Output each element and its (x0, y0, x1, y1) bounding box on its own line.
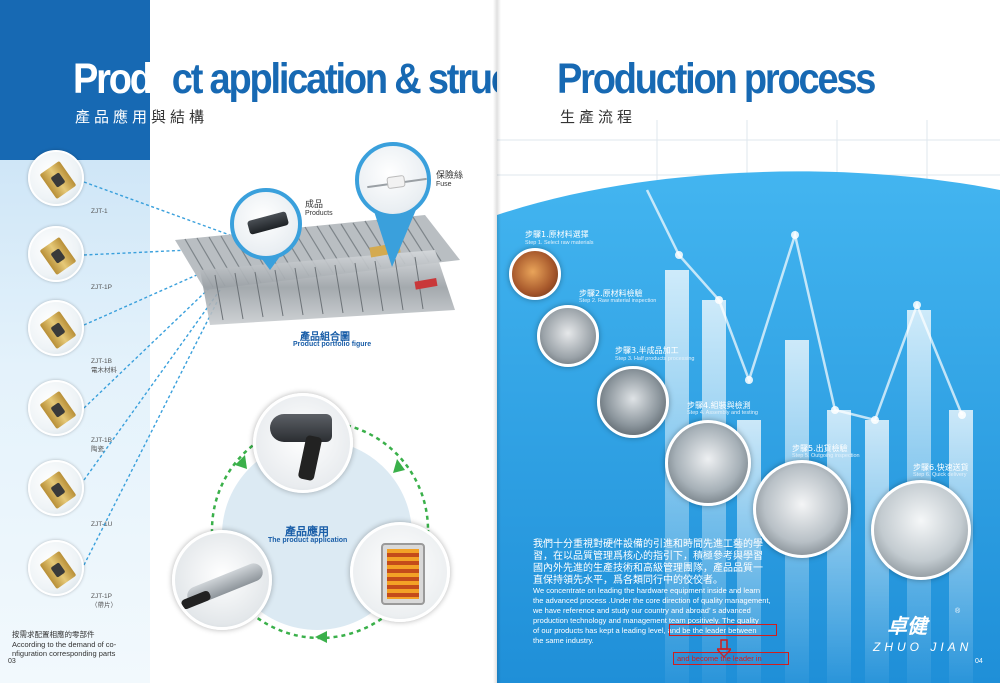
part-thumbnail-2 (28, 226, 84, 282)
application-title-zh: 產品應用 (285, 525, 329, 538)
annotation-box (673, 652, 789, 665)
registered-mark: ® (955, 608, 961, 615)
step-2-title-en: Step 2. Raw material inspection (579, 298, 657, 304)
left-page-title: Product application & structure (73, 56, 497, 104)
step-4-image (665, 420, 751, 506)
step-4-title-zh: 步驟4.組裝與檢測 (687, 401, 751, 410)
body-en-line-6: the same industry. (533, 636, 594, 645)
step-1-title-en: Step 1. Select raw materials (525, 240, 594, 246)
step-1-title-zh: 步驟1.原材料選擇 (525, 230, 589, 239)
step-6-image (871, 480, 971, 580)
brand-logo-en: ZHUO JIAN (873, 640, 973, 654)
product-label-zh: 成品 (305, 200, 324, 210)
body-en-line-3: we have reference and study our country … (533, 606, 751, 615)
step-2-image (537, 305, 599, 367)
left-page-subtitle: 產品應用與結構 (75, 106, 208, 127)
right-page-subtitle: 生產流程 (560, 108, 637, 126)
footnote-en-line2: nfiguration corresponding parts (12, 649, 116, 658)
left-page: Product application & structure 產品應用與結構 … (0, 0, 497, 683)
body-en-line-1: We concentrate on leading the hardware e… (533, 586, 761, 595)
hair-dryer-image (253, 393, 353, 493)
left-top-color-band (0, 0, 150, 160)
heating-tool-image (172, 530, 272, 630)
space-heater-image (350, 522, 450, 622)
fuse-label-en: Fuse (436, 181, 452, 188)
portfolio-title-zh: 產品組合圖 (300, 332, 350, 343)
title-part-white: Produ (73, 56, 174, 104)
part-label-5: ZJT-1U (91, 521, 113, 528)
part-label-6: ZJT-1P（帶片） (91, 593, 117, 609)
part-thumbnail-3 (28, 300, 84, 356)
body-zh-line-1: 我們十分重視對硬件設備的引進和時間先進工藝的學 (533, 539, 763, 550)
part-thumbnail-1 (28, 150, 84, 206)
step-6-title-en: Step 6. Quick delivery (913, 472, 967, 478)
step-3-image (597, 366, 669, 438)
product-callout-circle (230, 188, 302, 260)
part-thumbnail-5 (28, 460, 84, 516)
portfolio-title-en: Product portfolio figure (293, 341, 372, 348)
right-page-number: 04 (975, 658, 983, 665)
body-zh-line-4: 直保持領先水平，爲各類同行中的佼佼者。 (533, 575, 723, 586)
fuse-callout-pointer (372, 205, 418, 267)
step-2-title-zh: 步驟2.原材料檢驗 (579, 289, 643, 298)
product-label-en: Products (305, 210, 333, 217)
annotation-arrow-icon (717, 639, 731, 659)
right-page: Production process 生產流程 步驟1.原材料選擇 Step 1… (497, 0, 1000, 683)
part-label-2: ZJT-1P (91, 284, 112, 291)
step-5-image (753, 460, 851, 558)
fuse-callout-circle (355, 142, 431, 218)
annotation-text: and become the leader in (677, 654, 762, 663)
part-thumbnail-6 (28, 540, 84, 596)
body-en-line-2: the advanced process .Under the core dir… (533, 596, 771, 605)
step-3-title-en: Step 3. Half products processing (615, 356, 695, 362)
page-gutter (493, 0, 501, 683)
step-6-title-zh: 步驟6.快速送貨 (913, 463, 969, 472)
footnote-zh: 按需求配置相應的零部件 (12, 630, 95, 639)
body-zh-line-3: 國內外先進的生產技術和高級管理團隊，產品品質一 (533, 563, 763, 574)
body-zh-line-2: 習，在以品質管理爲核心的指引下，積極參考與學習 (533, 551, 763, 562)
step-5-title-en: Step 5. Outgoing inspection (792, 453, 860, 459)
step-3-title-zh: 步驟3.半成品加工 (615, 346, 679, 355)
subtitle-part-white: 產品應用 (75, 108, 152, 126)
right-page-title: Production process (557, 56, 876, 104)
body-en-line-4: production technology and management tea… (533, 616, 759, 625)
body-en-line-5: of our products has kept a leading level… (533, 626, 757, 635)
step-1-image (509, 248, 561, 300)
left-page-number: 03 (8, 658, 16, 665)
application-title-en: The product application (268, 537, 348, 544)
brand-logo-zh: 卓健 (887, 614, 927, 638)
title-part-blue: ct application & structure (171, 56, 497, 104)
subtitle-part-dark: 與結構 (151, 108, 209, 126)
part-label-1: ZJT-1 (91, 208, 108, 215)
footnote-en-line1: According to the demand of co- (12, 640, 117, 649)
part-thumbnail-4 (28, 380, 84, 436)
step-5-title-zh: 步驟5.出貨檢驗 (792, 444, 848, 453)
step-4-title-en: Step 4. Assembly and testing (687, 410, 758, 416)
fuse-label-zh: 保險絲 (436, 171, 464, 181)
highlight-box (669, 624, 777, 636)
